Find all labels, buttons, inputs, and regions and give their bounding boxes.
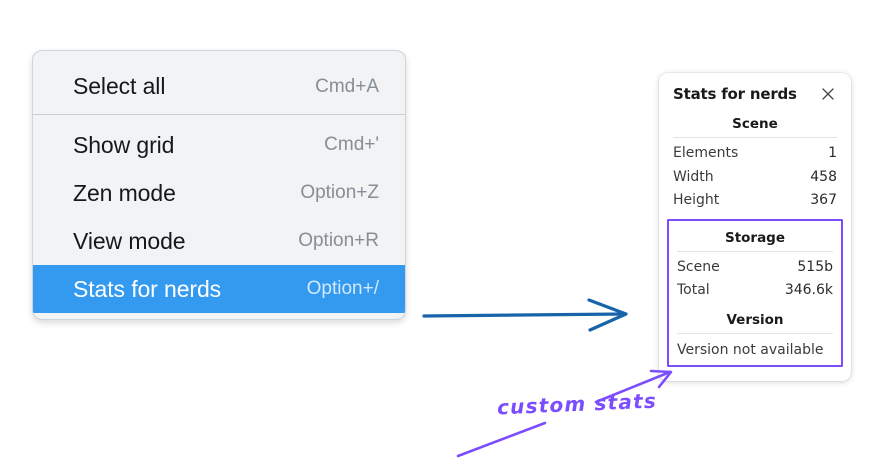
stat-value: 458 [810,168,837,185]
panel-title: Stats for nerds [673,85,797,103]
section-version: Version Version not available [675,303,835,360]
menu-item-label: Zen mode [73,179,176,206]
stat-label: Scene [677,258,720,275]
menu-item-stats-for-nerds[interactable]: Stats for nerds Option+/ [33,265,405,313]
menu-item-show-grid[interactable]: Show grid Cmd+' [33,121,405,169]
menu-item-shortcut: Option+/ [306,278,379,299]
stats-for-nerds-panel: Stats for nerds Scene Elements 1 Width 4… [659,73,851,381]
menu-item-shortcut: Option+R [298,230,379,251]
version-message: Version not available [677,341,824,358]
stat-value: 1 [828,145,837,161]
table-row: Elements 1 [671,142,839,166]
table-row: Height 367 [671,189,839,213]
stat-label: Width [673,168,714,185]
stat-value: 346.6k [784,282,833,298]
menu-separator [33,114,405,115]
panel-header: Stats for nerds [671,83,839,107]
menu-group-2: Show grid Cmd+' Zen mode Option+Z View m… [33,115,405,313]
blue-arrow [422,298,628,332]
section-divider [673,137,837,138]
menu-item-shortcut: Cmd+A [315,75,379,97]
section-scene: Scene Elements 1 Width 458 Height 367 [671,107,839,213]
section-heading-scene: Scene [732,116,778,132]
table-row: Total 346.6k [675,279,835,303]
menu-item-label: View mode [73,227,186,254]
menu-item-view-mode[interactable]: View mode Option+R [33,217,405,265]
stat-label: Elements [673,145,739,161]
menu-group-1: Select all Cmd+A [33,51,405,114]
purple-underline-stroke [456,421,547,458]
stat-label: Height [673,192,720,208]
menu-item-shortcut: Cmd+' [324,134,379,155]
menu-item-label: Select all [73,73,166,99]
table-row: Width 458 [671,166,839,190]
section-heading-version: Version [726,311,784,328]
stat-value: 367 [810,192,837,208]
close-icon[interactable] [819,85,837,103]
stat-value: 515b [797,258,833,275]
menu-item-zen-mode[interactable]: Zen mode Option+Z [33,169,405,217]
table-row: Scene 515b [675,256,835,280]
custom-stats-highlight-box: Storage Scene 515b Total 346.6k Version … [667,218,843,367]
annotation-label-custom-stats: custom stats [496,388,658,420]
section-storage: Storage Scene 515b Total 346.6k [675,221,835,303]
menu-item-shortcut: Option+Z [300,182,379,203]
menu-item-select-all[interactable]: Select all Cmd+A [33,59,405,114]
section-divider [677,250,833,252]
section-divider [677,332,833,334]
menu-item-label: Stats for nerds [73,275,222,302]
section-heading-storage: Storage [724,229,786,246]
menu-item-label: Show grid [73,131,175,158]
context-menu[interactable]: Select all Cmd+A Show grid Cmd+' Zen mod… [32,50,406,320]
stat-label: Total [677,282,710,298]
